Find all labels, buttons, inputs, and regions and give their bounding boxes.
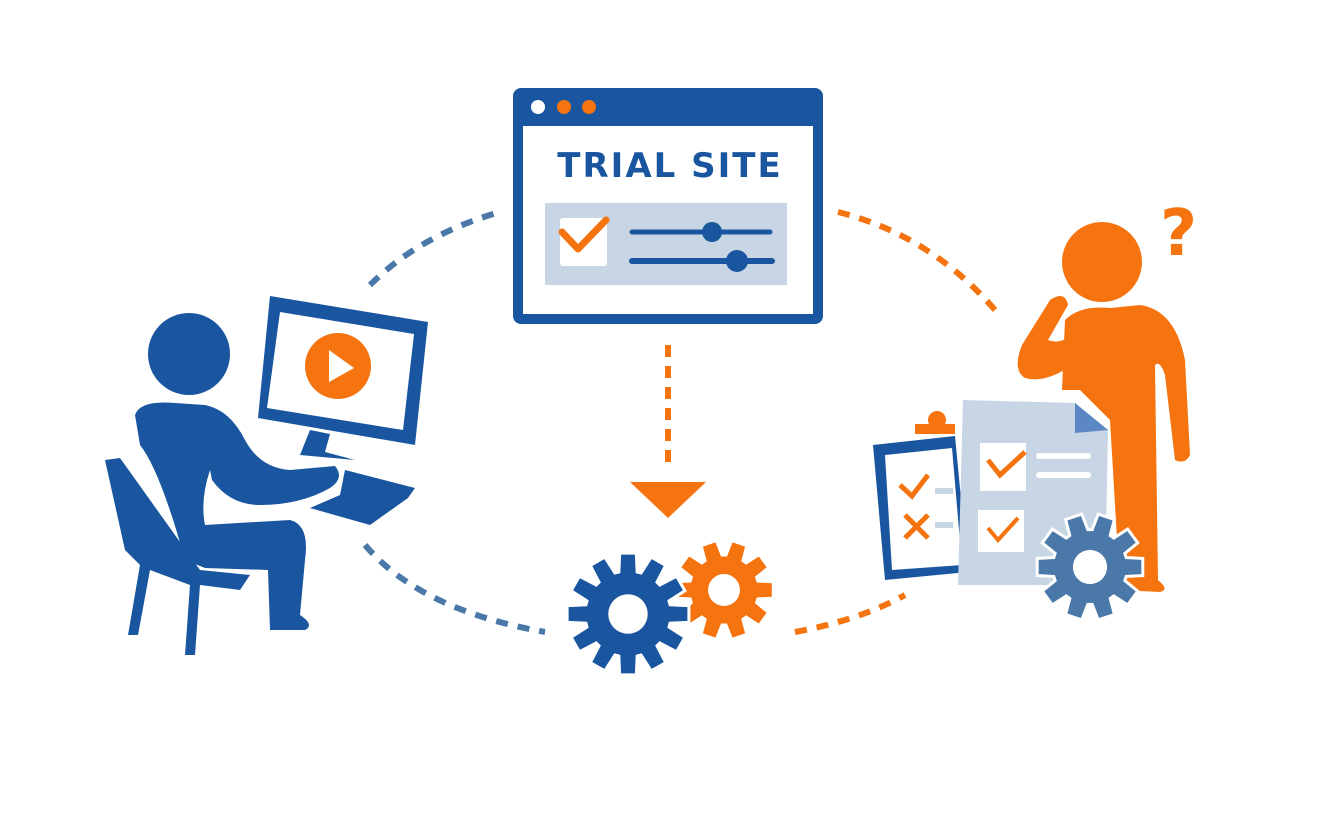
keyboard-icon <box>310 470 415 525</box>
confused-person: ? <box>1017 197 1197 592</box>
person-arm <box>1017 296 1085 380</box>
window-dot-orange-1 <box>557 100 571 114</box>
question-mark-icon: ? <box>1160 197 1197 271</box>
check-icon <box>986 516 1020 544</box>
monitor-stand <box>300 430 355 460</box>
gears-center <box>565 538 775 677</box>
window-dot-orange-2 <box>582 100 596 114</box>
user-at-computer <box>105 296 428 655</box>
slider-knob-1 <box>702 222 723 242</box>
user-head <box>148 313 230 395</box>
dashed-arc-top-right <box>837 209 998 312</box>
trial-site-title: TRIAL SITE <box>557 146 782 186</box>
check-icon <box>898 473 930 500</box>
gear-blue-icon <box>565 551 691 677</box>
window-dot-white <box>531 100 545 114</box>
dashed-arc-bottom-left <box>362 543 546 635</box>
checkmark-icon <box>558 216 610 253</box>
slider-knob-2 <box>726 250 748 272</box>
chair <box>105 458 250 655</box>
clipboard <box>873 411 968 580</box>
gear-orange-icon <box>673 538 775 642</box>
x-mark-icon <box>903 513 930 540</box>
trial-site-window: TRIAL SITE <box>513 88 823 324</box>
dashed-arc-top-left <box>367 209 501 288</box>
gear-steel-icon <box>1035 512 1145 622</box>
gear-right <box>1035 512 1145 622</box>
user-body <box>135 402 339 630</box>
person-head <box>1062 222 1142 302</box>
check-icon <box>986 450 1027 479</box>
person-body <box>1062 305 1190 592</box>
dashed-arc-bottom-right <box>794 592 907 635</box>
arrow-head-icon <box>630 482 706 518</box>
